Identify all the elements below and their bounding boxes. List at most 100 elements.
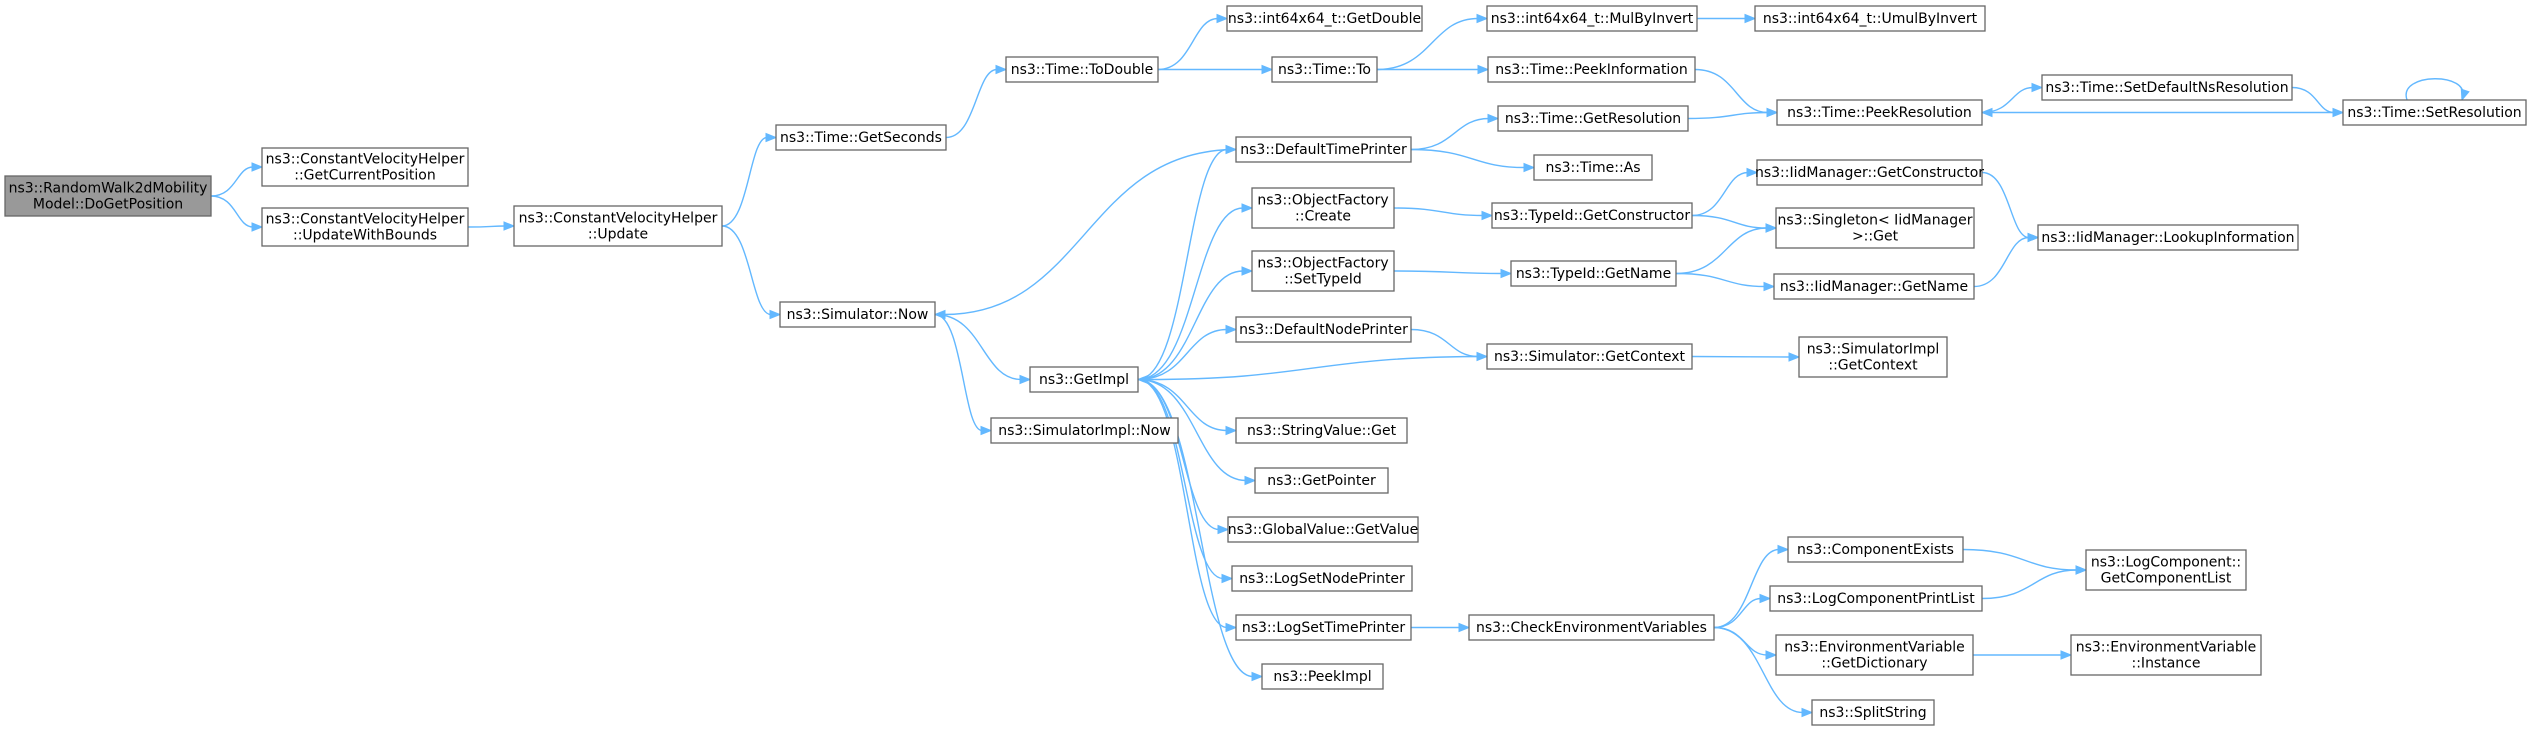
node-strval_get[interactable]: ns3::StringValue::Get — [1235, 417, 1408, 444]
node-label: ns3::int64x64_t::GetDouble — [1228, 11, 1421, 27]
node-of_create[interactable]: ns3::ObjectFactory::Create — [1251, 187, 1395, 229]
node-label: ns3::int64x64_t::UmulByInvert — [1763, 11, 1978, 27]
node-box — [1029, 366, 1139, 393]
node-label: ns3::IidManager::GetConstructor — [1755, 165, 1984, 181]
node-time_setdefns[interactable]: ns3::Time::SetDefaultNsResolution — [2041, 74, 2293, 101]
node-sim_getctx[interactable]: ns3::Simulator::GetContext — [1486, 343, 1693, 370]
node-label: >::Get — [1852, 229, 1899, 245]
node-getpointer[interactable]: ns3::GetPointer — [1254, 467, 1389, 494]
edge-root-to-cvh_upwb — [210, 195, 264, 232]
node-peekimpl[interactable]: ns3::PeekImpl — [1261, 663, 1384, 690]
node-cvh_getcur[interactable]: ns3::ConstantVelocityHelper::GetCurrentP… — [261, 147, 469, 187]
node-cvh_upwb[interactable]: ns3::ConstantVelocityHelper::UpdateWithB… — [261, 207, 469, 247]
call-graph-nodes: ns3::RandomWalk2dMobilityModel::DoGetPos… — [4, 5, 2527, 726]
edge-deftimeprinter-to-time_as — [1410, 148, 1536, 173]
edge-getimpl-to-getpointer — [1137, 378, 1257, 486]
edge-envvar_getdict-to-envvar_instance — [1973, 650, 2073, 660]
node-box — [2070, 634, 2262, 676]
call-graph-edges — [210, 13, 2470, 718]
node-compexists[interactable]: ns3::ComponentExists — [1787, 536, 1964, 563]
node-label: ns3::EnvironmentVariable — [2076, 640, 2257, 656]
node-iid_lookup[interactable]: ns3::IidManager::LookupInformation — [2037, 224, 2299, 251]
node-checkenv[interactable]: ns3::CheckEnvironmentVariables — [1468, 614, 1715, 641]
node-label: ns3::Time::PeekResolution — [1787, 105, 1972, 121]
node-gv_getvalue[interactable]: ns3::GlobalValue::GetValue — [1227, 516, 1419, 543]
node-box — [1261, 663, 1384, 690]
node-label: ns3::TypeId::GetName — [1516, 266, 1671, 282]
edge-time_to-to-time_peekinfo — [1377, 64, 1490, 75]
node-simimpl_getctx[interactable]: ns3::SimulatorImpl::GetContext — [1798, 336, 1948, 378]
node-typeid_getctor[interactable]: ns3::TypeId::GetConstructor — [1491, 202, 1693, 229]
node-label: ns3::ComponentExists — [1797, 542, 1954, 558]
node-i64_getdouble[interactable]: ns3::int64x64_t::GetDouble — [1226, 5, 1423, 32]
node-box — [1510, 260, 1677, 287]
node-of_settypeid[interactable]: ns3::ObjectFactory::SetTypeId — [1251, 250, 1395, 292]
node-i64_mulbyinv[interactable]: ns3::int64x64_t::MulByInvert — [1486, 5, 1698, 32]
node-box — [1798, 336, 1948, 378]
edge-cvh_update-to-sim_now — [721, 225, 782, 320]
node-time_peekinfo[interactable]: ns3::Time::PeekInformation — [1487, 56, 1696, 83]
node-box — [1756, 159, 1983, 186]
node-logcomp_getlist[interactable]: ns3::LogComponent::GetComponentList — [2085, 549, 2247, 591]
node-iid_getname[interactable]: ns3::IidManager::GetName — [1773, 273, 1975, 300]
node-label: ::GetDictionary — [1821, 656, 1927, 672]
node-box — [261, 147, 469, 187]
node-label: ns3::RandomWalk2dMobility — [9, 181, 208, 197]
node-time_getres[interactable]: ns3::Time::GetResolution — [1497, 105, 1689, 132]
node-label: ns3::Time::GetResolution — [1505, 111, 1681, 127]
node-time_to[interactable]: ns3::Time::To — [1271, 56, 1378, 83]
node-envvar_instance[interactable]: ns3::EnvironmentVariable::Instance — [2070, 634, 2262, 676]
node-sim_now[interactable]: ns3::Simulator::Now — [779, 301, 936, 328]
node-box — [2037, 224, 2299, 251]
edge-root-to-cvh_getcur — [210, 162, 264, 197]
edge-time_getsec-to-time_todouble — [945, 64, 1008, 139]
node-box — [1231, 565, 1413, 592]
node-label: ns3::SimulatorImpl::Now — [998, 423, 1171, 439]
node-box — [779, 301, 936, 328]
edge-sim_getctx-to-simimpl_getctx — [1691, 352, 1801, 362]
node-singleton_get[interactable]: ns3::Singleton< IidManager >::Get — [1775, 207, 1975, 249]
edge-getimpl-to-of_settypeid — [1137, 266, 1254, 381]
node-label: ns3::GetPointer — [1267, 473, 1376, 489]
node-label: ns3::EnvironmentVariable — [1784, 640, 1965, 656]
edge-typeid_getname-to-singleton_get — [1675, 223, 1778, 275]
node-label: ns3::Singleton< IidManager — [1778, 213, 1973, 229]
node-iid_getctor[interactable]: ns3::IidManager::GetConstructor — [1755, 159, 1984, 186]
node-label: ns3::ConstantVelocityHelper — [519, 211, 718, 227]
edge-deftimeprinter-to-sim_now — [933, 148, 1237, 320]
node-time_getsec[interactable]: ns3::Time::GetSeconds — [775, 124, 947, 151]
node-getimpl[interactable]: ns3::GetImpl — [1029, 366, 1139, 393]
node-root[interactable]: ns3::RandomWalk2dMobilityModel::DoGetPos… — [4, 175, 212, 217]
node-splitstring[interactable]: ns3::SplitString — [1811, 699, 1935, 726]
node-deftimeprinter[interactable]: ns3::DefaultTimePrinter — [1235, 136, 1412, 163]
node-logsettime[interactable]: ns3::LogSetTimePrinter — [1235, 614, 1412, 641]
node-logcompprint[interactable]: ns3::LogComponentPrintList — [1769, 585, 1983, 612]
node-label: ns3::Time::GetSeconds — [780, 130, 942, 146]
edge-time_getres-to-time_peekres — [1687, 107, 1779, 120]
edge-cvh_update-to-time_getsec — [721, 132, 778, 227]
node-time_todouble[interactable]: ns3::Time::ToDouble — [1005, 56, 1159, 83]
edge-typeid_getctor-to-singleton_get — [1691, 214, 1778, 233]
node-box — [1227, 516, 1419, 543]
node-label: ns3::TypeId::GetConstructor — [1494, 208, 1690, 224]
node-i64_umulbyinv[interactable]: ns3::int64x64_t::UmulByInvert — [1754, 5, 1986, 32]
node-time_setres[interactable]: ns3::Time::SetResolution — [2342, 99, 2527, 126]
node-label: ns3::IidManager::LookupInformation — [2041, 230, 2294, 246]
edge-iid_getname-to-iid_lookup — [1973, 232, 2040, 288]
node-defnodeprinter[interactable]: ns3::DefaultNodePrinter — [1235, 316, 1412, 343]
edge-getimpl-to-defnodeprinter — [1137, 324, 1238, 381]
node-box — [1769, 585, 1983, 612]
node-time_as[interactable]: ns3::Time::As — [1533, 154, 1653, 181]
node-box — [1486, 5, 1698, 32]
node-box — [1497, 105, 1689, 132]
node-box — [1235, 614, 1412, 641]
node-typeid_getname[interactable]: ns3::TypeId::GetName — [1510, 260, 1677, 287]
node-simimpl_now[interactable]: ns3::SimulatorImpl::Now — [990, 417, 1179, 444]
node-cvh_update[interactable]: ns3::ConstantVelocityHelper::Update — [513, 205, 723, 247]
node-envvar_getdict[interactable]: ns3::EnvironmentVariable::GetDictionary — [1775, 634, 1974, 676]
node-logsetnode[interactable]: ns3::LogSetNodePrinter — [1231, 565, 1413, 592]
node-box — [1775, 634, 1974, 676]
node-time_peekres[interactable]: ns3::Time::PeekResolution — [1776, 99, 1983, 126]
node-box — [1235, 316, 1412, 343]
